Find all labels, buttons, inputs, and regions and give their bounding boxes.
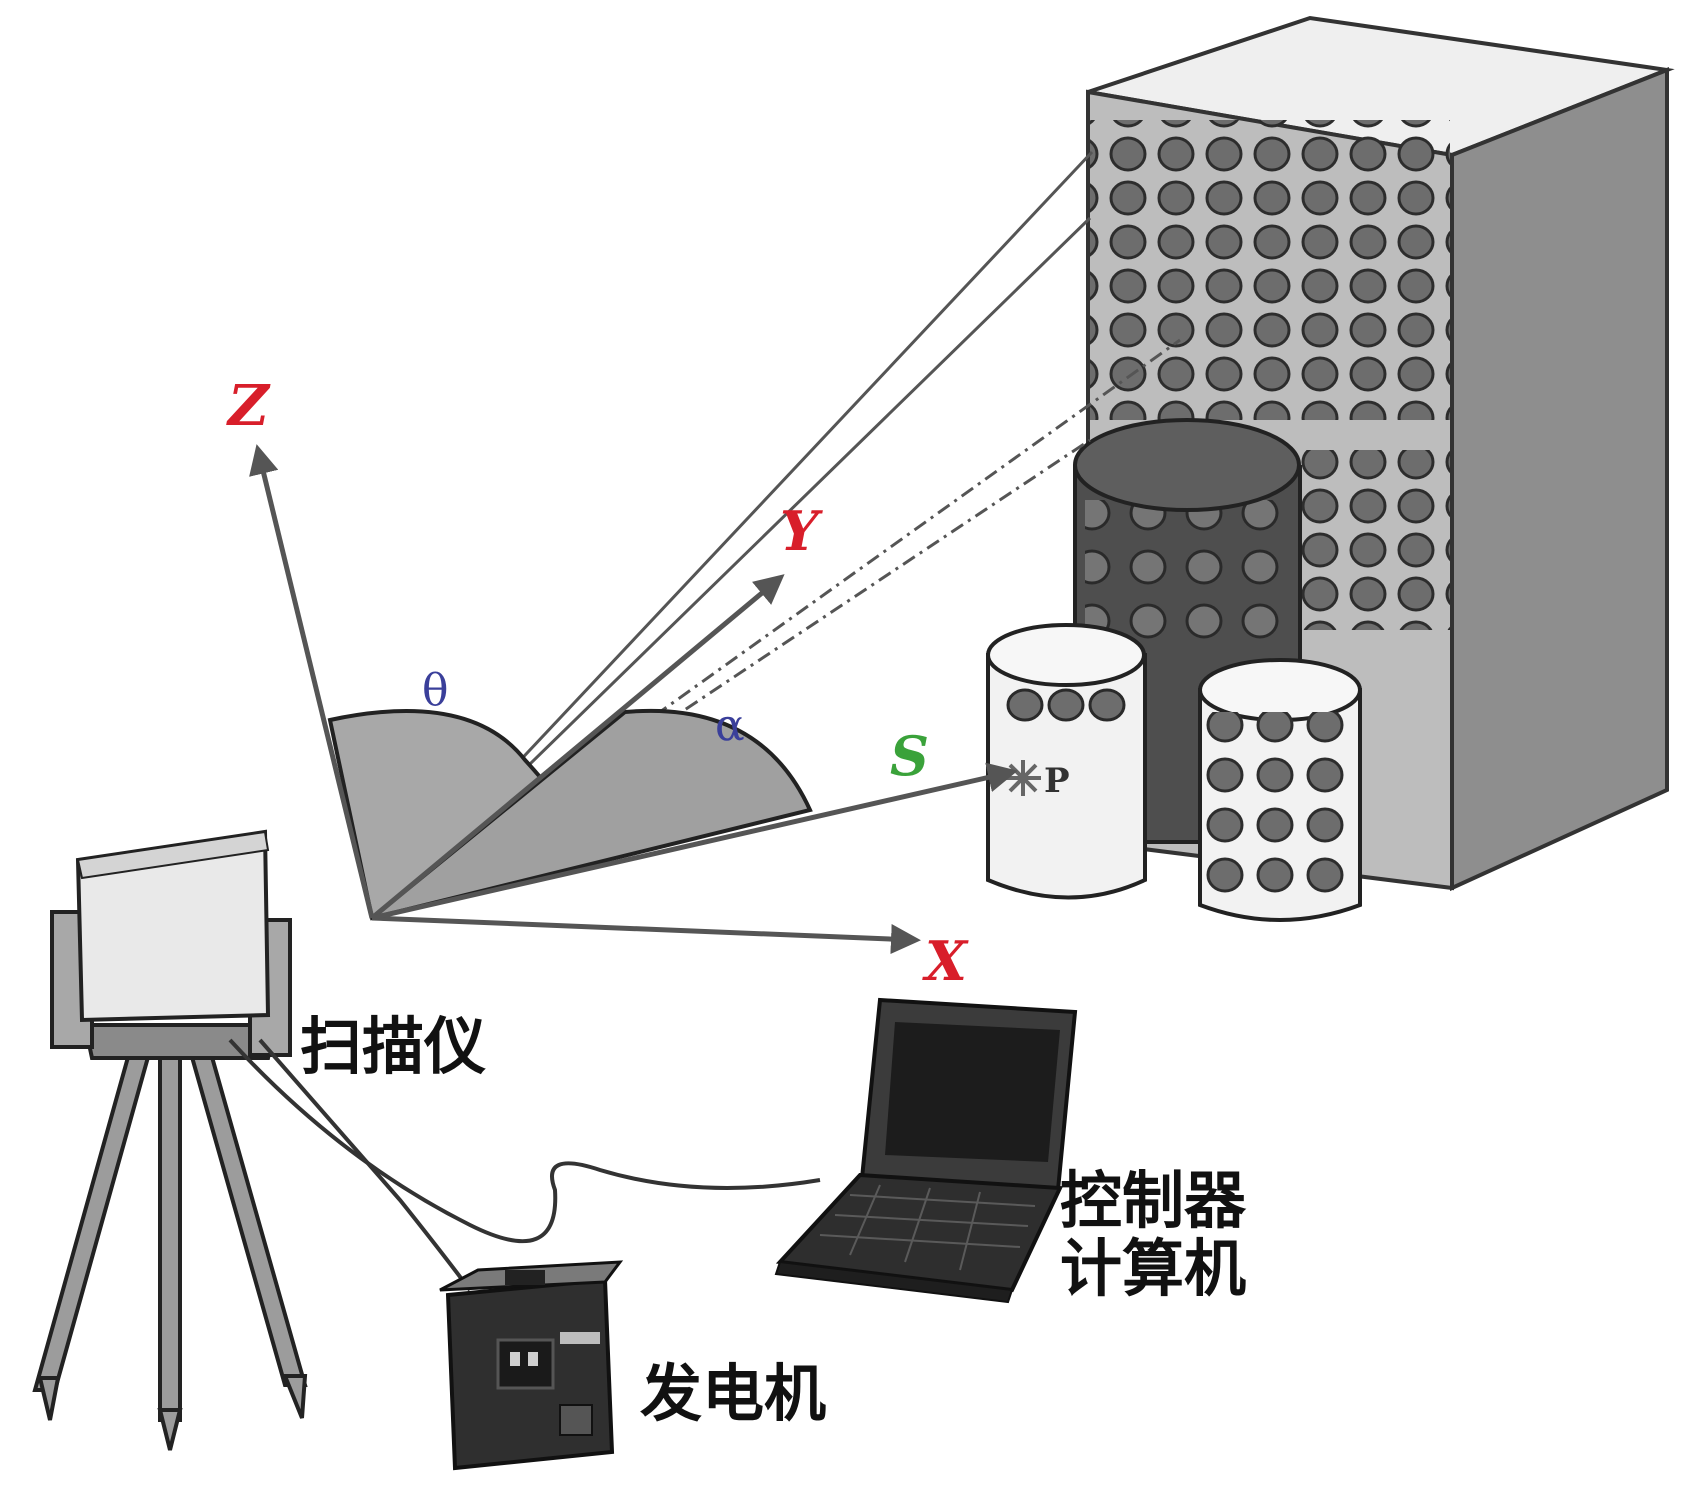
building bbox=[1073, 15, 1675, 892]
z-axis-label: Z bbox=[226, 373, 271, 439]
tripod bbox=[32, 1048, 308, 1451]
building-side bbox=[1450, 67, 1669, 892]
alpha-sector bbox=[370, 708, 813, 920]
cylinder-right bbox=[1198, 658, 1362, 922]
building-holes-right bbox=[1300, 450, 1450, 630]
cables bbox=[228, 1038, 821, 1292]
controller-label-line2: 计算机 bbox=[1060, 1232, 1246, 1305]
x-axis bbox=[371, 915, 921, 955]
generator-label: 发电机 bbox=[640, 1357, 826, 1430]
theta-label: θ bbox=[422, 665, 449, 716]
generator-laptop-cable bbox=[228, 1038, 821, 1244]
generator bbox=[439, 1260, 624, 1471]
z-axis bbox=[249, 444, 375, 919]
angle-sectors bbox=[327, 708, 813, 921]
s-ray-label: S bbox=[890, 724, 929, 788]
cylinder-left: P bbox=[986, 623, 1147, 900]
y-axis bbox=[370, 574, 785, 920]
y-axis-label: Y bbox=[780, 499, 823, 563]
s-ray bbox=[371, 762, 1018, 921]
coordinate-axes bbox=[249, 444, 1018, 955]
target-point-marker bbox=[1005, 760, 1041, 796]
x-axis-label: X bbox=[922, 929, 969, 993]
scanner bbox=[32, 829, 308, 1451]
alpha-label: α bbox=[715, 700, 745, 751]
controller-label-line1: 控制器 bbox=[1060, 1164, 1247, 1237]
building-holes bbox=[1090, 120, 1450, 420]
scanner-label: 扫描仪 bbox=[300, 1010, 486, 1083]
point-p-label: P bbox=[1044, 761, 1070, 801]
laptop bbox=[774, 997, 1078, 1304]
scanner-generator-cable bbox=[258, 1038, 472, 1292]
